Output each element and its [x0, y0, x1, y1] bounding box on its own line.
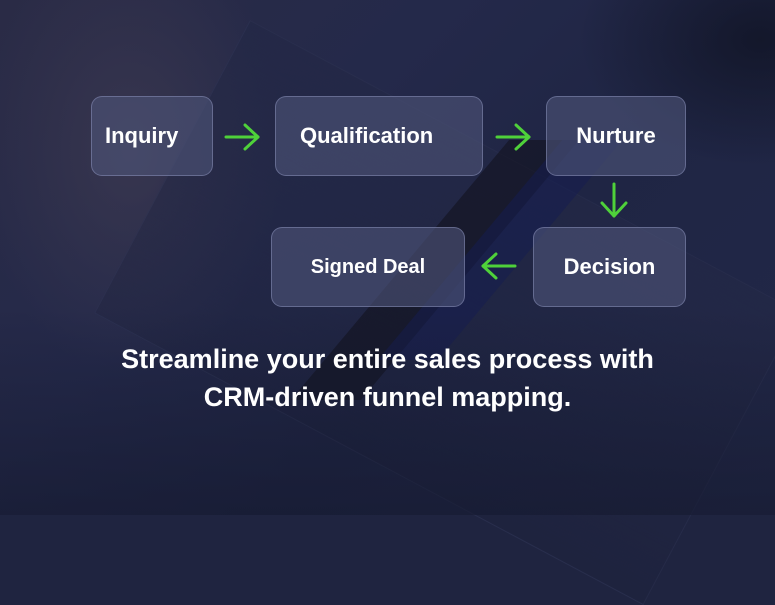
caption-line-1: Streamline your entire sales process wit… [121, 344, 654, 374]
node-qualification: Qualification [275, 96, 483, 176]
caption-line-2: CRM-driven funnel mapping. [203, 382, 572, 412]
node-decision: Decision [533, 227, 686, 307]
arrow-right-icon [224, 122, 262, 152]
node-label: Decision [563, 254, 656, 279]
node-label: Signed Deal [310, 255, 426, 278]
node-label: Inquiry [105, 123, 179, 148]
node-signed-deal: Signed Deal [271, 227, 465, 307]
node-label: Qualification [300, 123, 434, 148]
arrow-right-icon [495, 122, 533, 152]
arrow-down-icon [599, 182, 629, 220]
node-label: Nurture [576, 123, 656, 148]
arrow-left-icon [479, 251, 517, 281]
node-inquiry: Inquiry [91, 96, 213, 176]
caption: Streamline your entire sales process wit… [0, 340, 775, 416]
node-nurture: Nurture [546, 96, 686, 176]
